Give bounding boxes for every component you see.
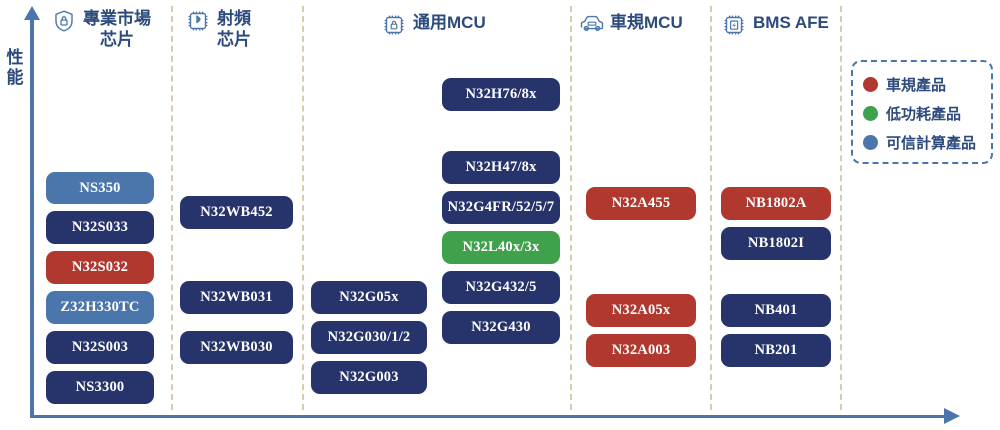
column-separator-4 xyxy=(710,6,712,410)
column-title-general-mcu: 通用MCU xyxy=(413,13,486,32)
product-chip[interactable]: N32G003 xyxy=(311,361,427,394)
product-chip[interactable]: N32H47/8x xyxy=(442,151,560,184)
product-chip[interactable]: N32WB452 xyxy=(180,196,293,229)
product-chip[interactable]: Z32H330TC xyxy=(46,291,154,324)
product-chip[interactable]: NS3300 xyxy=(46,371,154,404)
product-chip[interactable]: N32G05x xyxy=(311,281,427,314)
product-chip[interactable]: NB1802A xyxy=(721,187,831,220)
product-chip[interactable]: N32A05x xyxy=(586,294,696,327)
column-header-bms-afe: BMS AFE xyxy=(722,12,829,37)
product-chip[interactable]: N32WB030 xyxy=(180,331,293,364)
product-chip[interactable]: NB401 xyxy=(721,294,831,327)
product-chip[interactable]: N32G430 xyxy=(442,311,560,344)
product-chip[interactable]: NB1802I xyxy=(721,227,831,260)
legend-item-2: 低功耗產品 xyxy=(863,99,991,128)
legend: 車規產品低功耗產品可信計算產品 xyxy=(851,60,993,164)
bluetooth-chip-icon xyxy=(186,9,210,33)
legend-item-1: 車規產品 xyxy=(863,70,991,99)
column-header-specialty-market-chips: 專業市場 芯片 xyxy=(52,8,151,51)
product-chip[interactable]: N32S032 xyxy=(46,251,154,284)
product-chip[interactable]: N32L40x/3x xyxy=(442,231,560,264)
performance-axis-label: 性 能 xyxy=(6,48,24,87)
shield-lock-icon xyxy=(52,9,76,33)
legend-color-dot xyxy=(863,77,878,92)
product-chip[interactable]: N32G030/1/2 xyxy=(311,321,427,354)
legend-label: 車規產品 xyxy=(886,77,947,94)
product-chip[interactable]: N32G432/5 xyxy=(442,271,560,304)
product-chip[interactable]: N32A003 xyxy=(586,334,696,367)
performance-axis-arrow-icon xyxy=(24,6,40,20)
legend-label: 可信計算產品 xyxy=(886,135,977,152)
product-chip[interactable]: NS350 xyxy=(46,172,154,204)
legend-item-3: 可信計算產品 xyxy=(863,128,991,157)
column-title-bms-afe: BMS AFE xyxy=(753,13,829,32)
column-header-general-mcu: 通用MCU xyxy=(382,12,486,37)
chip-battery-icon xyxy=(722,13,746,37)
legend-color-dot xyxy=(863,106,878,121)
performance-axis-line xyxy=(30,18,34,418)
product-chip[interactable]: N32A455 xyxy=(586,187,696,220)
category-axis-line xyxy=(30,415,945,418)
product-chip[interactable]: N32H76/8x xyxy=(442,78,560,111)
column-header-automotive-mcu: 車規MCU xyxy=(579,12,683,37)
product-chip[interactable]: N32G4FR/52/5/7 xyxy=(442,191,560,224)
product-chip[interactable]: NB201 xyxy=(721,334,831,367)
legend-color-dot xyxy=(863,135,878,150)
column-title-automotive-mcu: 車規MCU xyxy=(610,13,683,32)
column-separator-1 xyxy=(171,6,173,410)
product-chip[interactable]: N32S003 xyxy=(46,331,154,364)
product-chip[interactable]: N32S033 xyxy=(46,211,154,244)
legend-label: 低功耗產品 xyxy=(886,106,962,123)
column-separator-3 xyxy=(570,6,572,410)
car-icon xyxy=(579,13,604,37)
column-separator-5 xyxy=(840,6,842,410)
column-separator-2 xyxy=(302,6,304,410)
product-chip[interactable]: N32WB031 xyxy=(180,281,293,314)
column-title-specialty-market-chips: 專業市場 芯片 xyxy=(83,9,151,50)
column-header-rf-chips: 射頻 芯片 xyxy=(186,8,251,51)
category-axis-arrow-icon xyxy=(944,408,960,424)
column-title-rf-chips: 射頻 芯片 xyxy=(217,9,251,50)
chip-lock-icon xyxy=(382,13,406,37)
